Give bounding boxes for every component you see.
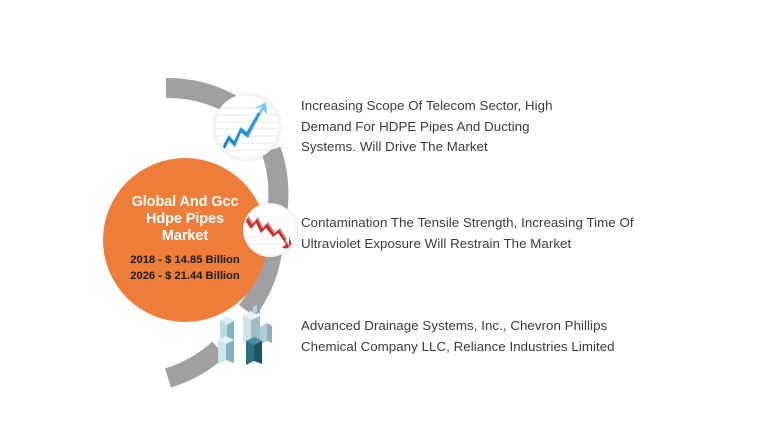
- key-players-line-2: Chemical Company LLC, Reliance Industrie…: [301, 338, 615, 354]
- growth-chart-icon: [214, 94, 280, 160]
- center-circle: Global And Gcc Hdpe Pipes Market 2018 - …: [103, 158, 267, 322]
- center-title-line-3: Market: [161, 228, 209, 244]
- restraints-line-2: Ultraviolet Exposure Will Restrain The M…: [301, 235, 572, 251]
- segment-text-key-players: Advanced Drainage Systems, Inc., Chevron…: [301, 316, 615, 357]
- segment-text-drivers: Increasing Scope Of Telecom Sector, High…: [301, 96, 553, 158]
- segment-text-restraints: Contamination The Tensile Strength, Incr…: [301, 213, 634, 254]
- center-stat-2018: 2018 - $ 14.85 Billion: [130, 254, 240, 266]
- decline-chart-icon: [243, 203, 297, 257]
- drivers-line-2: Demand For HDPE Pipes And Ducting: [301, 118, 530, 134]
- buildings-icon: [210, 305, 278, 367]
- center-title-line-1: Global And Gcc: [131, 194, 239, 210]
- center-stat-2026: 2026 - $ 21.44 Billion: [130, 270, 240, 282]
- drivers-line-1: Increasing Scope Of Telecom Sector, High: [301, 98, 553, 113]
- key-players-line-1: Advanced Drainage Systems, Inc., Chevron…: [301, 318, 608, 333]
- drivers-line-3: Systems. Will Drive The Market: [301, 139, 488, 154]
- center-title: Global And Gcc Hdpe Pipes Market: [110, 194, 260, 245]
- restraints-line-1: Contamination The Tensile Strength, Incr…: [301, 215, 634, 230]
- center-title-line-2: Hdpe Pipes: [146, 211, 224, 227]
